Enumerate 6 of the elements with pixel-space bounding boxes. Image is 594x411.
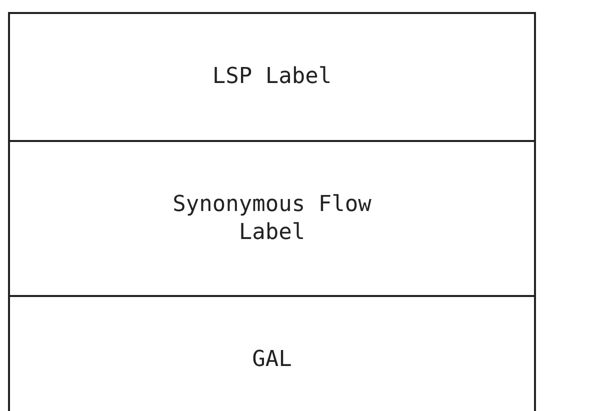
stack-layer [8, 12, 536, 142]
layer-label: LSP Label [211, 63, 333, 91]
layer-label: Synonymous Flow Label [172, 190, 372, 246]
stack-layer [8, 140, 536, 297]
stack-layer [8, 295, 536, 411]
layer-label: GAL [251, 346, 293, 374]
